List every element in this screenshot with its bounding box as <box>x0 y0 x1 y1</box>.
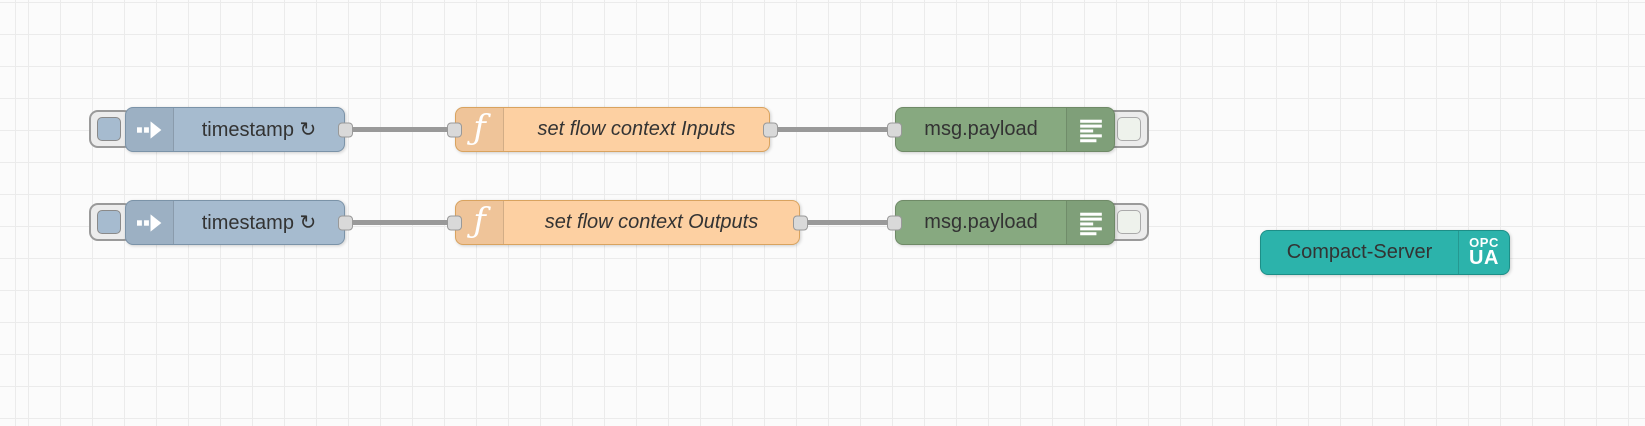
opcua-badge-line2: UA <box>1469 247 1499 270</box>
inject-arrow-icon-svg <box>136 120 161 139</box>
opcua-badge-icon: OPC UA <box>1458 231 1509 274</box>
debug-node-2[interactable]: msg.payload <box>887 200 1149 245</box>
input-port[interactable] <box>447 215 462 230</box>
inject-arrow-icon <box>126 108 174 151</box>
node-label: timestamp ↻ <box>201 119 317 141</box>
input-port[interactable] <box>887 215 902 230</box>
node-label: Compact-Server <box>1286 241 1433 263</box>
function-node-body[interactable]: ƒ set flow context Outputs <box>455 200 800 245</box>
node-label: timestamp ↻ <box>201 212 317 234</box>
inject-node-2[interactable]: timestamp ↻ <box>89 200 353 245</box>
function-f-glyph: ƒ <box>473 107 486 148</box>
function-icon: ƒ <box>456 108 504 151</box>
output-port[interactable] <box>793 215 808 230</box>
inject-node-body[interactable]: timestamp ↻ <box>125 200 345 245</box>
function-icon: ƒ <box>456 201 504 244</box>
debug-node-body[interactable]: msg.payload <box>895 107 1115 152</box>
debug-lines-icon-svg <box>1079 119 1102 142</box>
opcua-badge-line1: OPC <box>1469 234 1499 250</box>
debug-toggle-button-inner <box>1117 210 1141 234</box>
function-node-1[interactable]: ƒ set flow context Inputs <box>447 107 778 152</box>
inject-arrow-icon <box>126 201 174 244</box>
inject-trigger-button-inner <box>97 210 121 234</box>
debug-node-body[interactable]: msg.payload <box>895 200 1115 245</box>
inject-node-body[interactable]: timestamp ↻ <box>125 107 345 152</box>
function-node-2[interactable]: ƒ set flow context Outputs <box>447 200 808 245</box>
debug-toggle-button-inner <box>1117 117 1141 141</box>
wire-inject1-function1[interactable] <box>345 127 460 132</box>
output-port[interactable] <box>338 215 353 230</box>
node-label: msg.payload <box>924 211 1038 233</box>
wire-function2-debug2[interactable] <box>797 220 899 225</box>
debug-lines-icon <box>1066 201 1114 244</box>
node-label: msg.payload <box>924 118 1038 140</box>
wire-inject2-function2[interactable] <box>345 220 460 225</box>
output-port[interactable] <box>338 122 353 137</box>
inject-arrow-icon-svg <box>136 213 161 232</box>
inject-trigger-button-inner <box>97 117 121 141</box>
function-node-body[interactable]: ƒ set flow context Inputs <box>455 107 770 152</box>
debug-node-1[interactable]: msg.payload <box>887 107 1149 152</box>
opcua-compact-server-node[interactable]: Compact-Server OPC UA <box>1260 230 1510 275</box>
opcua-node-body[interactable]: Compact-Server OPC UA <box>1260 230 1510 275</box>
node-label: set flow context Inputs <box>537 118 736 140</box>
function-f-glyph: ƒ <box>473 200 486 241</box>
debug-lines-icon-svg <box>1079 212 1102 235</box>
input-port[interactable] <box>447 122 462 137</box>
inject-node-1[interactable]: timestamp ↻ <box>89 107 353 152</box>
debug-lines-icon <box>1066 108 1114 151</box>
node-label: set flow context Outputs <box>544 211 759 233</box>
output-port[interactable] <box>763 122 778 137</box>
wire-function1-debug1[interactable] <box>767 127 899 132</box>
input-port[interactable] <box>887 122 902 137</box>
